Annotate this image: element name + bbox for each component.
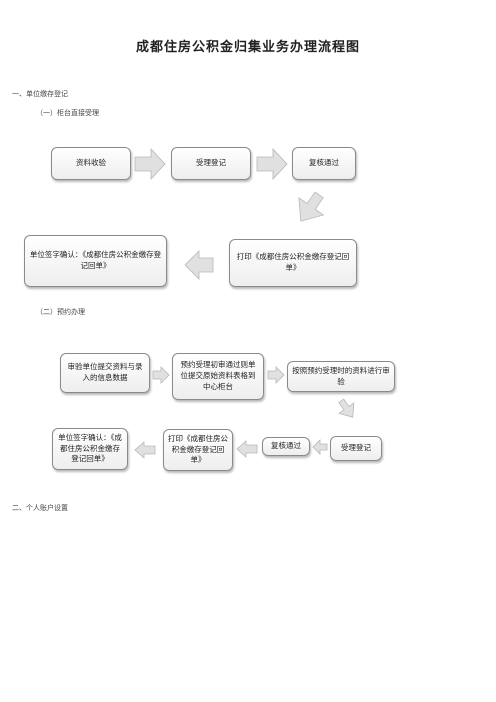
subsection-1-heading: （一）柜台直接受理 (36, 109, 99, 117)
right-arrow-icon (152, 366, 170, 384)
left-arrow-icon (312, 439, 328, 455)
flow2-step-submit-originals: 预约受理初审通过则单位提交原始资料表格到中心柜台 (172, 353, 264, 400)
flow2-step-review-pass: 复核通过 (262, 437, 310, 456)
diagonal-down-arrow-icon (298, 191, 325, 222)
right-arrow-icon (134, 148, 166, 180)
diagonal-down-arrow-icon (338, 398, 355, 418)
flow2-step-review-materials: 按照预约受理时的资料进行审验 (287, 361, 395, 392)
right-arrow-icon (256, 148, 288, 180)
flow2-step-print-receipt: 打印《成都住房公积金缴存登记回单》 (163, 429, 233, 471)
flow2-step-verify-data: 审验单位提交资料与录入的信息数据 (60, 353, 150, 393)
flow1-step-review-pass: 复核通过 (292, 147, 356, 180)
flow1-step-check-materials: 资料收验 (51, 147, 131, 180)
left-arrow-icon (236, 440, 258, 458)
flow1-step-sign-confirm: 单位签字确认：《成都住房公积金缴存登记回单》 (24, 235, 167, 287)
left-arrow-icon (184, 250, 214, 280)
left-arrow-icon (134, 441, 156, 459)
subsection-2-heading: （二）预约办理 (36, 308, 85, 316)
flow1-step-print-receipt: 打印《成都住房公积金缴存登记回单》 (229, 239, 357, 287)
page-title: 成都住房公积金归集业务办理流程图 (135, 40, 360, 55)
flow2-step-sign-confirm: 单位签字确认：《成都住房公积金缴存登记回单》 (52, 428, 128, 470)
section-2-heading: 二、个人账户设置 (12, 504, 68, 512)
flow2-step-register: 受理登记 (330, 436, 382, 461)
right-arrow-icon (267, 366, 285, 384)
flow1-step-register: 受理登记 (171, 147, 251, 180)
section-1-heading: 一、单位缴存登记 (12, 90, 68, 98)
